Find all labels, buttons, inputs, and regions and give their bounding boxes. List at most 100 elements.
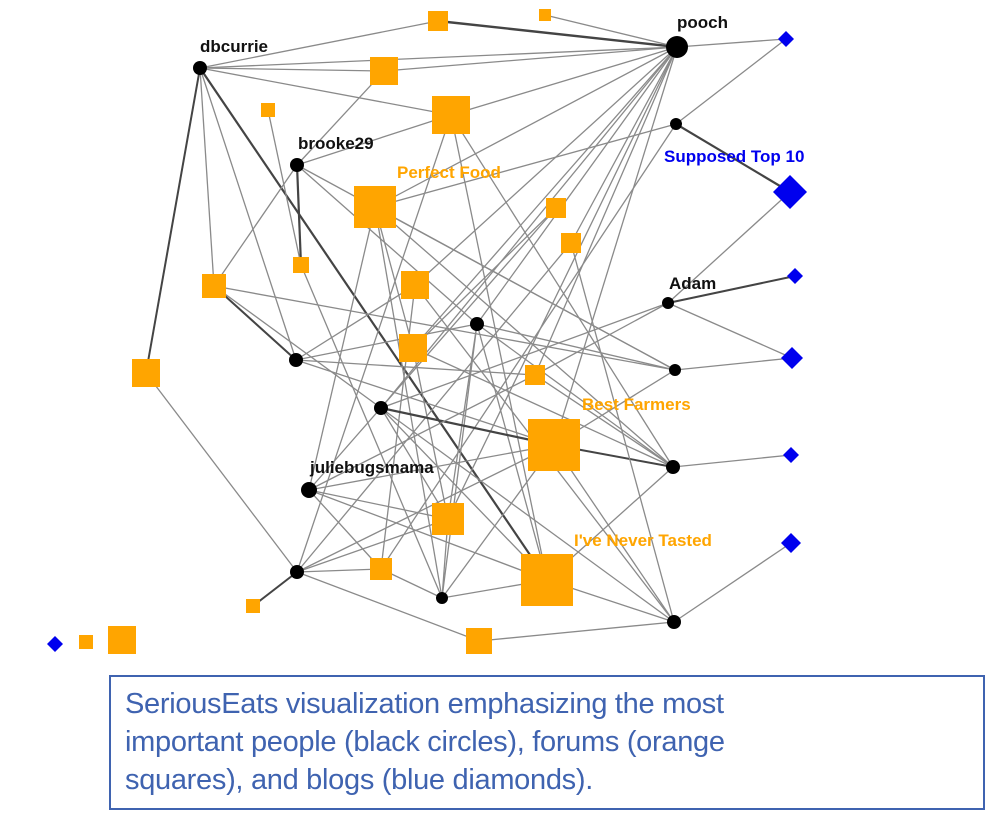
edge-f1-pooch	[437, 19, 678, 49]
blog-node-b1	[778, 31, 794, 47]
edge-pooch-b1	[676, 38, 787, 48]
edge-perfect-p13	[374, 206, 443, 599]
forum-node-f11	[202, 274, 226, 298]
edge-pooch-f10	[414, 46, 678, 286]
edge-perfect-f12	[374, 206, 414, 349]
blog-node-top10	[773, 175, 807, 209]
blog-node-b7	[47, 636, 63, 652]
label-brooke29: brooke29	[298, 134, 374, 153]
blog-node-b3	[787, 268, 803, 284]
edge-p9-p14	[380, 407, 675, 623]
edge-f3-pooch	[383, 46, 678, 72]
forum-node-f16	[432, 503, 464, 535]
forum-node-farmers	[528, 419, 580, 471]
label-dbcurrie: dbcurrie	[200, 37, 268, 56]
forum-node-f9	[293, 257, 309, 273]
forum-node-f19	[246, 599, 260, 613]
edge-p6-p8	[476, 323, 676, 371]
edge-p14-f8	[570, 242, 675, 623]
forum-node-f21	[79, 635, 93, 649]
edge-f7-f12	[412, 207, 557, 349]
edge-f10-f18	[380, 284, 416, 570]
edge-julie-f18	[308, 489, 382, 570]
edge-adam-f13	[534, 302, 669, 376]
label-pooch: pooch	[677, 13, 728, 32]
forum-node-f4	[432, 96, 470, 134]
edge-f10-p7	[295, 284, 416, 361]
forum-node-f12	[399, 334, 427, 362]
edge-dbcurrie-f3	[199, 67, 385, 72]
edge-p6-f16	[447, 323, 478, 520]
edge-top10-adam	[667, 191, 791, 304]
edge-p9-f16	[380, 407, 449, 520]
edge-adam-b4	[667, 302, 793, 359]
edge-f8-p12	[296, 242, 572, 573]
forum-node-f8	[561, 233, 581, 253]
edge-p10-b5	[672, 454, 792, 468]
edge-f12-f16	[412, 347, 449, 520]
edge-p14-b6	[673, 542, 792, 623]
edge-dbcurrie-p7	[199, 67, 297, 361]
forum-node-f22	[108, 626, 136, 654]
edge-p7-f13	[295, 359, 536, 376]
edge-dbcurrie-f11	[199, 67, 215, 287]
forum-node-f10	[401, 271, 429, 299]
edge-f4-pooch	[450, 46, 678, 116]
forum-node-f3	[370, 57, 398, 85]
edge-dbcurrie-f4	[199, 67, 452, 116]
edge-p6-p13	[441, 323, 478, 599]
forum-node-f13	[525, 365, 545, 385]
edge-julie-f13	[308, 374, 536, 491]
blog-node-b5	[783, 447, 799, 463]
edge-p6-p10	[476, 323, 674, 468]
edge-adam-b3	[667, 275, 796, 304]
person-node-p12	[290, 565, 304, 579]
forum-node-f7	[546, 198, 566, 218]
person-node-p6	[470, 317, 484, 331]
person-node-adam	[662, 297, 674, 309]
edge-p4-f18	[380, 123, 677, 570]
person-node-julie	[301, 482, 317, 498]
edge-f12-p10	[412, 347, 674, 468]
edge-p6-tasted	[476, 323, 548, 581]
network-graph: dbcurrie pooch brooke29 Adam juliebugsma…	[47, 9, 807, 654]
edge-f11-p7	[213, 285, 297, 361]
edge-brooke-f9	[295, 164, 303, 266]
edge-f4-tasted	[450, 114, 548, 581]
forum-node-f2	[539, 9, 551, 21]
person-node-p14	[667, 615, 681, 629]
label-supposed-top10: Supposed Top 10	[664, 147, 804, 166]
edge-perfect-julie	[308, 206, 376, 491]
edge-p12-f19	[252, 571, 298, 607]
forum-node-f14	[132, 359, 160, 387]
forum-node-f18	[370, 558, 392, 580]
edge-brooke-f3	[296, 70, 385, 166]
edge-farmers-p12	[296, 444, 555, 573]
label-juliebugsmama: juliebugsmama	[309, 458, 434, 477]
forum-node-f5	[261, 103, 275, 117]
person-node-p13	[436, 592, 448, 604]
edge-dbcurrie-f1	[199, 20, 439, 69]
edge-farmers-julie	[308, 444, 555, 491]
forum-node-f20	[466, 628, 492, 654]
edge-dbcurrie-tasted	[199, 67, 548, 581]
edge-p12-f18	[296, 568, 382, 573]
edge-f20-p14	[478, 621, 675, 642]
person-node-p7	[289, 353, 303, 367]
person-node-p9	[374, 401, 388, 415]
edge-f7-julie	[308, 207, 557, 491]
edge-p10-f13	[534, 374, 674, 468]
edge-p12-f16	[296, 518, 449, 573]
edge-brooke-f11	[213, 164, 298, 287]
person-node-pooch	[666, 36, 688, 58]
person-node-p10	[666, 460, 680, 474]
nodes-layer	[47, 9, 807, 654]
label-adam: Adam	[669, 274, 716, 293]
edge-julie-f16	[308, 489, 449, 520]
edge-f5-f9	[267, 109, 302, 266]
label-best-farmers: Best Farmers	[582, 395, 691, 414]
edge-julie-tasted	[308, 489, 548, 581]
edge-pooch-f13	[534, 46, 678, 376]
edge-pooch-p6	[476, 46, 678, 325]
label-never-tasted: I've Never Tasted	[574, 531, 712, 550]
